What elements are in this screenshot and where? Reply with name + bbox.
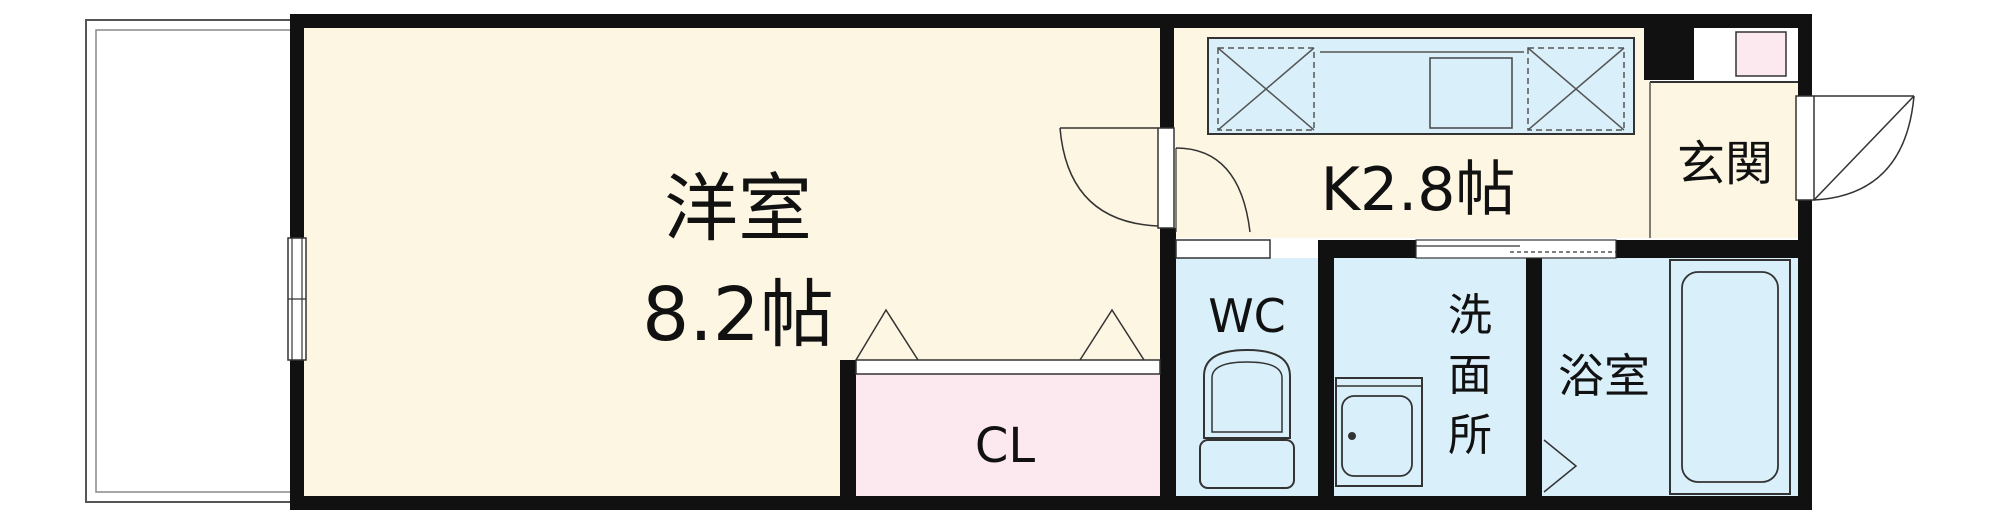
walls [290, 14, 1812, 510]
western-room-name: 洋室 [664, 166, 812, 252]
washroom-label-1: 洗 [1448, 290, 1492, 341]
western-room-size: 8.2帖 [642, 272, 834, 358]
meter-box [1735, 31, 1787, 77]
kitchen-label: K2.8帖 [1321, 155, 1516, 225]
kitchen-pillar [1644, 28, 1694, 80]
bathroom-door [1543, 439, 1578, 493]
entrance-floor [1650, 82, 1798, 238]
balcony-window [287, 237, 307, 361]
closet-label: CL [975, 418, 1036, 474]
bathtub [1669, 259, 1791, 495]
washroom-label-2: 面 [1448, 350, 1492, 401]
balcony [85, 19, 295, 503]
kitchen-counter [1207, 37, 1635, 135]
toilet-fixture [1199, 348, 1295, 489]
toilet-door [1175, 239, 1271, 259]
entrance-door [1795, 95, 1915, 201]
closet-doors [855, 308, 1161, 375]
washroom-label-3: 所 [1448, 410, 1492, 461]
washroom-door [1415, 239, 1617, 259]
toilet-label: WC [1208, 289, 1286, 343]
washbasin [1335, 377, 1423, 487]
kitchen-door [1059, 127, 1251, 233]
closet-floor [855, 372, 1165, 496]
entrance-label: 玄関 [1677, 136, 1773, 192]
bathroom-label: 浴室 [1558, 349, 1650, 403]
